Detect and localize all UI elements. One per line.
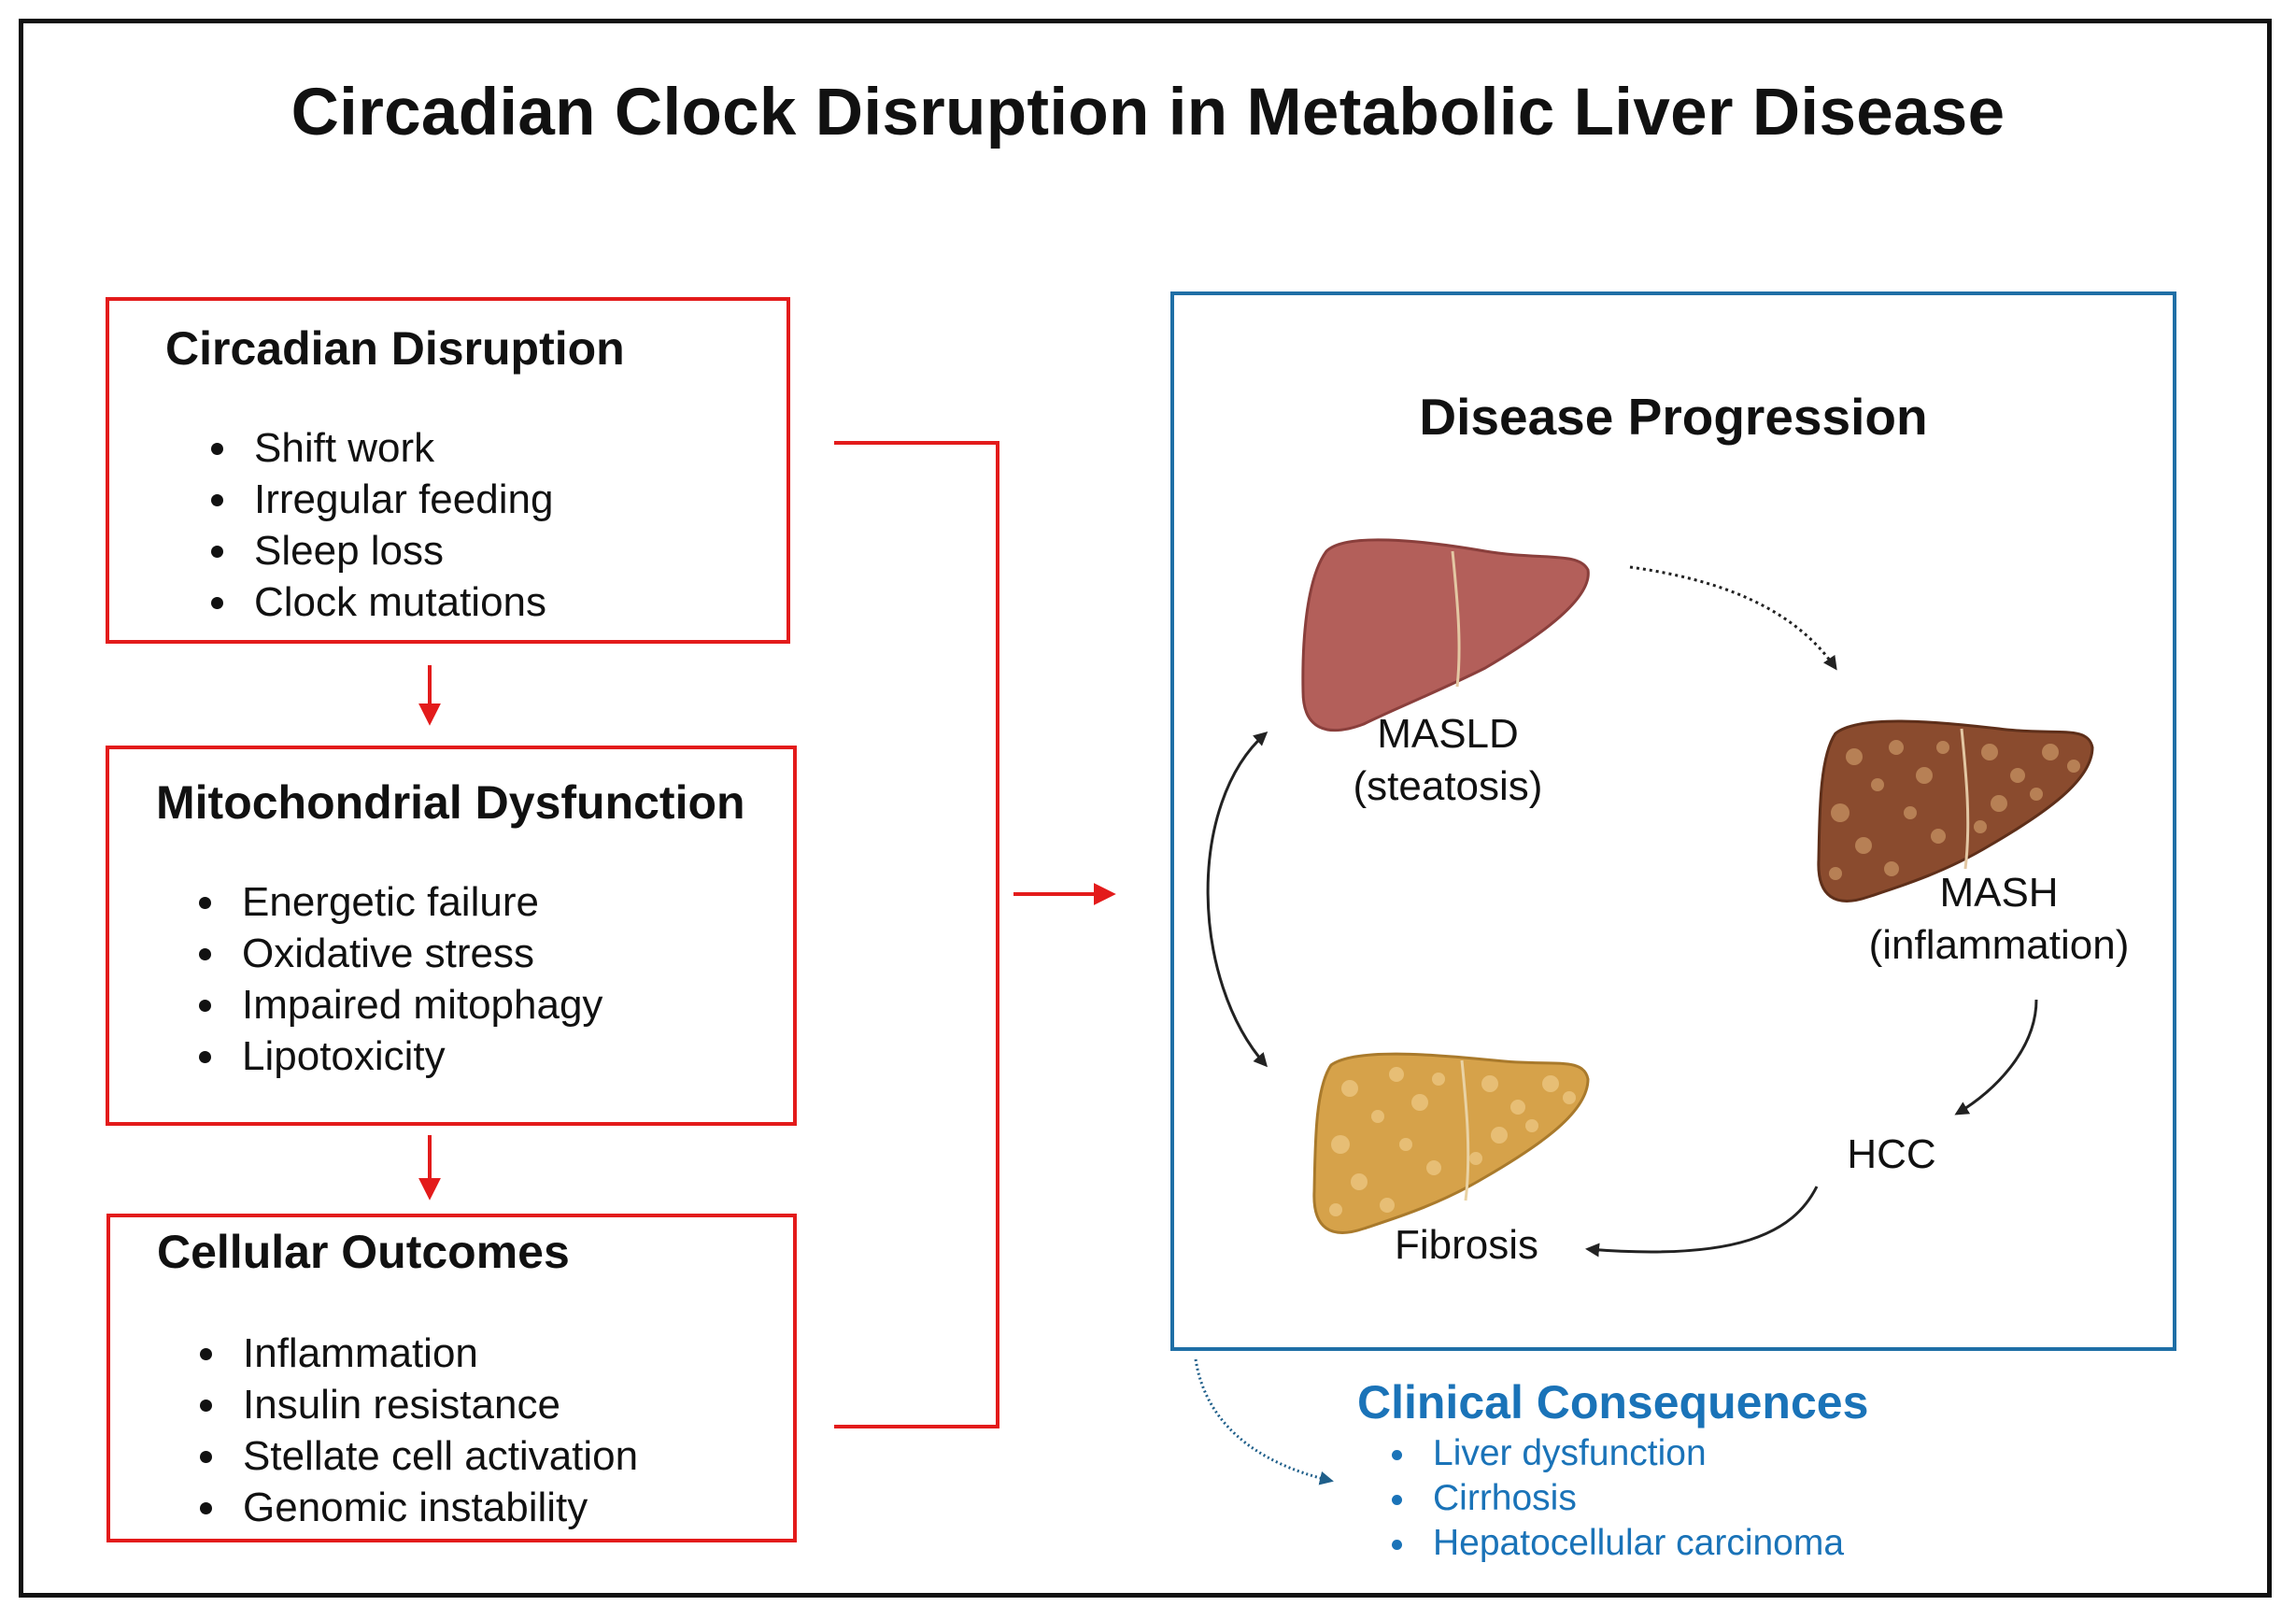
- list-item: Energetic failure: [193, 876, 602, 928]
- list-item: Irregular feeding: [206, 474, 553, 525]
- list-item: Hepatocellular carcinoma: [1390, 1521, 1844, 1566]
- cellular-outcomes-title: Cellular Outcomes: [157, 1226, 570, 1278]
- arrow-to-clinical-consequences: [1194, 1358, 1334, 1485]
- cellular-outcomes-list: Inflammation Insulin resistance Stellate…: [194, 1328, 638, 1533]
- circadian-disruption-box: Circadian Disruption Shift work Irregula…: [106, 297, 790, 644]
- list-item: Genomic instability: [194, 1482, 638, 1533]
- list-item: Shift work: [206, 422, 553, 474]
- healthy-liver-icon: [1301, 538, 1590, 732]
- list-item: Clock mutations: [206, 576, 553, 628]
- arrow-hcc-to-fibrosis: [1585, 1186, 1819, 1258]
- mitochondrial-dysfunction-list: Energetic failure Oxidative stress Impai…: [193, 876, 602, 1082]
- list-item: Sleep loss: [206, 525, 553, 576]
- clinical-consequences-title: Clinical Consequences: [1357, 1376, 1869, 1428]
- masld-label: MASLD (steatosis): [1308, 708, 1588, 813]
- masld-description: (steatosis): [1353, 763, 1543, 809]
- mitochondrial-dysfunction-box: Mitochondrial Dysfunction Energetic fail…: [106, 746, 797, 1126]
- list-item: Impaired mitophagy: [193, 979, 602, 1030]
- list-item: Cirrhosis: [1390, 1476, 1844, 1521]
- mash-name: MASH: [1939, 870, 2059, 916]
- list-item: Oxidative stress: [193, 928, 602, 979]
- circadian-disruption-list: Shift work Irregular feeding Sleep loss …: [206, 422, 553, 628]
- fibrosis-label: Fibrosis: [1394, 1222, 1539, 1268]
- fibrotic-liver-icon: [1312, 1052, 1590, 1234]
- mash-description: (inflammation): [1868, 922, 2130, 968]
- clinical-consequences-list: Liver dysfunction Cirrhosis Hepatocellul…: [1390, 1431, 1844, 1566]
- disease-progression-panel: Disease Progression: [1170, 291, 2176, 1351]
- mitochondrial-dysfunction-title: Mitochondrial Dysfunction: [156, 776, 745, 829]
- list-item: Lipotoxicity: [193, 1030, 602, 1082]
- arrow-masld-to-mash: [1629, 565, 1837, 671]
- bracket-connector: [834, 441, 999, 1428]
- list-item: Inflammation: [194, 1328, 638, 1379]
- cellular-outcomes-box: Cellular Outcomes Inflammation Insulin r…: [106, 1214, 797, 1542]
- figure-frame: [19, 19, 2272, 1598]
- disease-progression-title: Disease Progression: [1419, 388, 1928, 446]
- circadian-disruption-title: Circadian Disruption: [165, 322, 625, 375]
- list-item: Stellate cell activation: [194, 1430, 638, 1482]
- list-item: Liver dysfunction: [1390, 1431, 1844, 1476]
- arrow-masld-fibrosis-bidirectional: [1206, 732, 1268, 1068]
- mash-label: MASH (inflammation): [1831, 867, 2167, 972]
- inflamed-liver-icon: [1817, 719, 2094, 902]
- list-item: Insulin resistance: [194, 1379, 638, 1430]
- arrow-mash-to-hcc: [1954, 999, 2038, 1116]
- hcc-label: HCC: [1847, 1131, 1936, 1177]
- masld-name: MASLD: [1377, 711, 1519, 757]
- figure-title: Circadian Clock Disruption in Metabolic …: [291, 76, 2005, 149]
